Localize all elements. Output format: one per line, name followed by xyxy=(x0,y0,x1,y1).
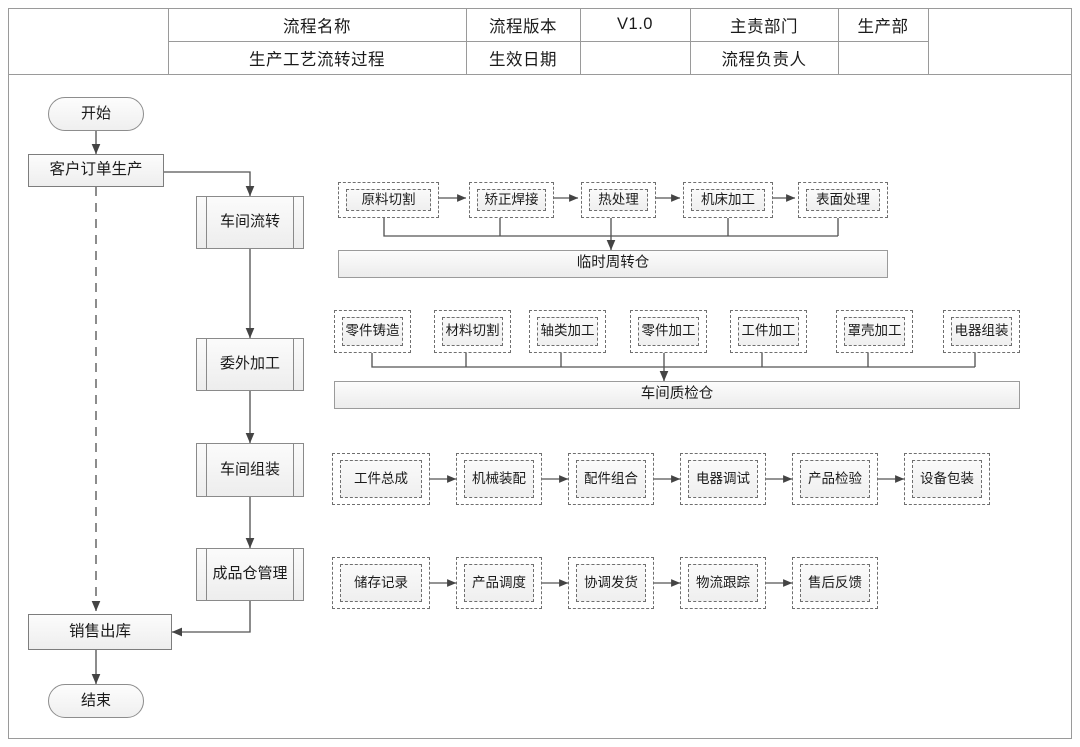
header-label-owner-dept: 主责部门 xyxy=(730,17,798,36)
step-box[interactable]: 工件加工 xyxy=(730,310,807,353)
step-label: 原料切割 xyxy=(346,189,431,211)
step-box[interactable]: 轴类加工 xyxy=(529,310,606,353)
header-table: 流程名称 流程版本 V1.0 主责部门 生产部 生产工艺流转过程 生效日期 流程… xyxy=(8,8,1072,76)
step-label: 热处理 xyxy=(589,189,648,211)
step-label: 机床加工 xyxy=(691,189,765,211)
step-label: 售后反馈 xyxy=(800,564,870,602)
page-frame xyxy=(8,8,1072,739)
node-sales-outbound[interactable]: 销售出库 xyxy=(28,614,172,650)
step-label: 矫正焊接 xyxy=(477,189,546,211)
node-stage-outsourced-process[interactable]: 委外加工 xyxy=(196,338,304,391)
header-label-process-name: 流程名称 xyxy=(283,17,351,36)
node-stage-workshop-transfer[interactable]: 车间流转 xyxy=(196,196,304,249)
step-label: 工件总成 xyxy=(340,460,422,498)
node-start[interactable]: 开始 xyxy=(48,97,144,131)
header-label-process-version: 流程版本 xyxy=(489,17,557,36)
step-label: 电器组装 xyxy=(951,317,1012,346)
step-box[interactable]: 售后反馈 xyxy=(792,557,878,609)
step-box[interactable]: 材料切割 xyxy=(434,310,511,353)
header-value-effective-date xyxy=(580,41,690,74)
step-label: 材料切割 xyxy=(442,317,503,346)
header-cell-blank-bl xyxy=(8,41,168,74)
header-value-process-version: V1.0 xyxy=(617,15,653,33)
step-label: 储存记录 xyxy=(340,564,422,602)
header-row-rule xyxy=(8,74,1072,76)
step-label: 工件加工 xyxy=(738,317,799,346)
step-box[interactable]: 表面处理 xyxy=(798,182,888,218)
step-box[interactable]: 储存记录 xyxy=(332,557,430,609)
step-box[interactable]: 工件总成 xyxy=(332,453,430,505)
step-box[interactable]: 罩壳加工 xyxy=(836,310,913,353)
step-box[interactable]: 热处理 xyxy=(581,182,656,218)
step-box[interactable]: 矫正焊接 xyxy=(469,182,554,218)
step-label: 物流跟踪 xyxy=(688,564,758,602)
step-box[interactable]: 配件组合 xyxy=(568,453,654,505)
header-value-owner-dept: 生产部 xyxy=(857,17,909,36)
step-label: 配件组合 xyxy=(576,460,646,498)
step-box[interactable]: 原料切割 xyxy=(338,182,439,218)
step-box[interactable]: 协调发货 xyxy=(568,557,654,609)
header-value-process-name: 生产工艺流转过程 xyxy=(249,50,385,69)
step-label: 轴类加工 xyxy=(537,317,598,346)
step-label: 协调发货 xyxy=(576,564,646,602)
step-box[interactable]: 零件加工 xyxy=(630,310,707,353)
step-label: 零件加工 xyxy=(638,317,699,346)
step-box[interactable]: 产品调度 xyxy=(456,557,542,609)
header-cell-blank-br xyxy=(928,41,1072,74)
header-cell-blank-tl xyxy=(8,8,168,41)
step-box[interactable]: 零件铸造 xyxy=(334,310,411,353)
header-label-process-owner: 流程负责人 xyxy=(721,50,807,69)
step-box[interactable]: 电器调试 xyxy=(680,453,766,505)
node-stage-workshop-assembly[interactable]: 车间组装 xyxy=(196,443,304,497)
step-box[interactable]: 机床加工 xyxy=(683,182,773,218)
step-box[interactable]: 电器组装 xyxy=(943,310,1020,353)
step-label: 罩壳加工 xyxy=(844,317,905,346)
step-label: 表面处理 xyxy=(806,189,880,211)
node-stage-finished-warehouse[interactable]: 成品仓管理 xyxy=(196,548,304,601)
step-label: 机械装配 xyxy=(464,460,534,498)
header-label-effective-date: 生效日期 xyxy=(489,50,557,69)
step-label: 零件铸造 xyxy=(342,317,403,346)
storage-workshop-qc[interactable]: 车间质检仓 xyxy=(334,381,1020,409)
node-customer-order[interactable]: 客户订单生产 xyxy=(28,154,164,187)
header-row-rule xyxy=(168,41,928,43)
step-label: 产品检验 xyxy=(800,460,870,498)
header-cell-blank-tr xyxy=(928,8,1072,41)
step-label: 设备包装 xyxy=(912,460,982,498)
step-box[interactable]: 物流跟踪 xyxy=(680,557,766,609)
step-box[interactable]: 设备包装 xyxy=(904,453,990,505)
header-col-rule xyxy=(928,8,930,74)
step-box[interactable]: 产品检验 xyxy=(792,453,878,505)
step-label: 产品调度 xyxy=(464,564,534,602)
node-end[interactable]: 结束 xyxy=(48,684,144,718)
header-value-process-owner xyxy=(838,41,928,74)
step-box[interactable]: 机械装配 xyxy=(456,453,542,505)
storage-temporary-turnover[interactable]: 临时周转仓 xyxy=(338,250,888,278)
step-label: 电器调试 xyxy=(688,460,758,498)
